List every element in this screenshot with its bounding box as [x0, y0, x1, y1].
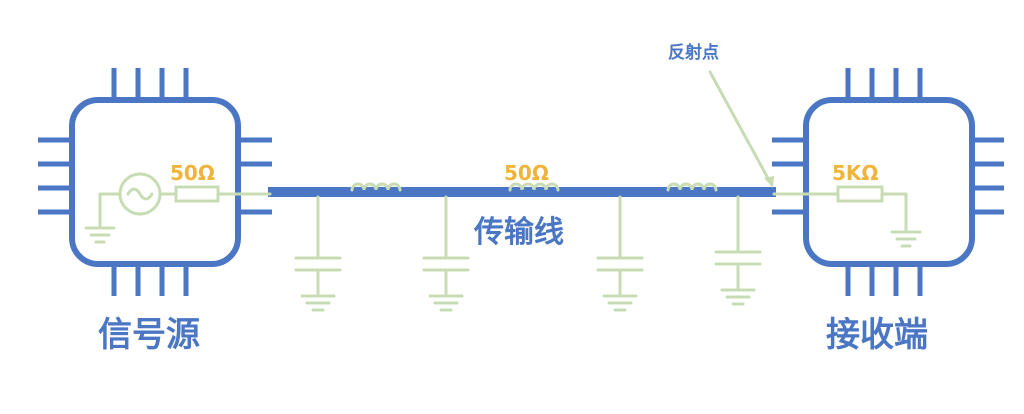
load-resistor-label: 5KΩ	[832, 161, 878, 185]
source-ground-icon	[84, 192, 122, 244]
load-ground-icon	[880, 192, 922, 248]
receiver-chip-icon	[772, 68, 1004, 296]
capacitor-icon	[294, 195, 342, 312]
capacitor-icon	[422, 195, 470, 312]
inductor-icon	[350, 182, 402, 192]
source-resistor-label: 50Ω	[170, 161, 215, 185]
ac-source-icon	[118, 172, 162, 216]
line-impedance-label: 50Ω	[504, 161, 549, 185]
source-resistor-icon	[174, 185, 220, 203]
source-label: 信号源	[98, 315, 200, 355]
inductor-icon	[508, 182, 560, 192]
capacitor-icon	[714, 195, 762, 306]
reflection-pointer-arrow	[708, 70, 774, 188]
transmission-line-bar	[268, 187, 776, 197]
capacitor-icon	[596, 195, 644, 312]
inductor-icon	[666, 182, 718, 192]
transmission-line-label: 传输线	[473, 215, 564, 250]
load-resistor-icon	[836, 185, 884, 203]
receiver-label: 接收端	[826, 315, 928, 355]
reflection-point-label: 反射点	[668, 42, 719, 63]
